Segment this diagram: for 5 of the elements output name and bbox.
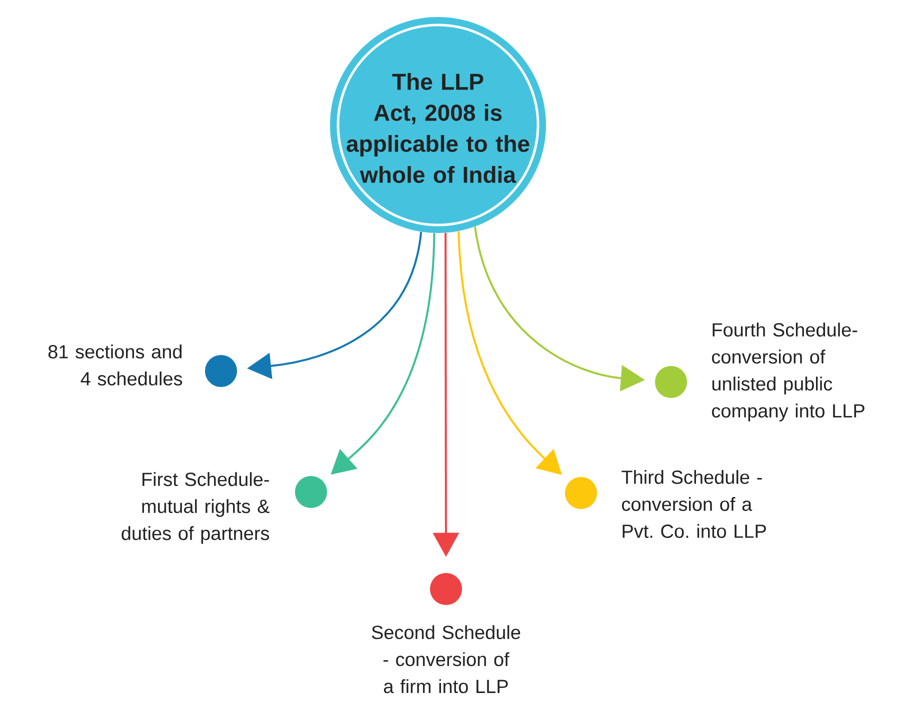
caption-text: Third Schedule - conversion of a Pvt. Co. into LLP xyxy=(622,470,766,538)
caption-text: First Schedule- mutual rights & duties of partners xyxy=(122,472,270,544)
caption-text: Fourth Schedule- conversion of unlisted public company into LLP xyxy=(712,322,864,422)
caption-text: Second Schedule - conversion of a firm into LLP xyxy=(372,625,520,694)
caption-text: 81 sections and 4 schedules xyxy=(48,344,182,386)
